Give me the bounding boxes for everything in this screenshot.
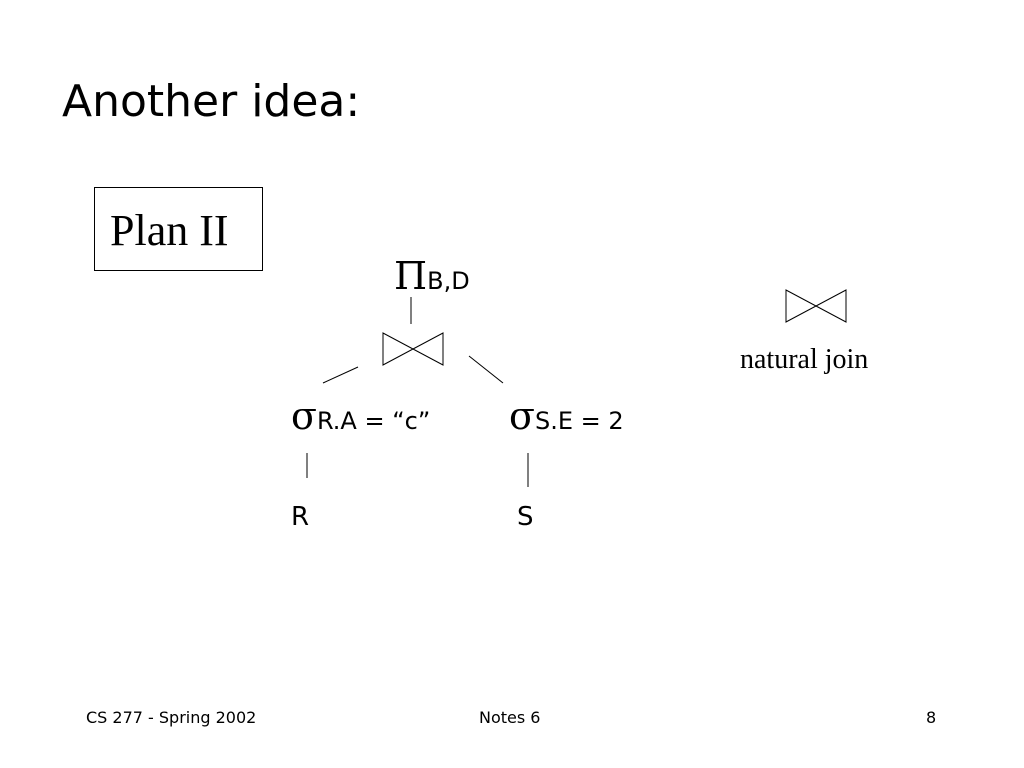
footer-course: CS 277 - Spring 2002 <box>86 708 257 727</box>
legend-label: natural join <box>740 344 869 375</box>
right-selection-subscript: S.E = 2 <box>534 407 624 435</box>
projection-subscript: B,D <box>427 267 470 295</box>
left-selection-symbol: σ <box>291 394 317 438</box>
left-selection-node: σR.A = “c” <box>291 396 430 436</box>
footer-notes: Notes 6 <box>479 708 541 727</box>
left-leaf-relation: R <box>291 502 310 532</box>
right-leaf-relation: S <box>517 502 534 532</box>
legend-bowtie-icon <box>785 289 847 323</box>
plan-box <box>94 187 263 271</box>
edge-join-left <box>322 366 359 384</box>
slide-title: Another idea: <box>62 76 361 127</box>
edge-join-right <box>468 355 504 384</box>
left-selection-subscript: R.A = “c” <box>316 407 431 435</box>
footer-page-number: 8 <box>926 708 937 727</box>
projection-symbol: Π <box>394 254 428 298</box>
bowtie-join-icon <box>382 332 444 366</box>
right-selection-symbol: σ <box>509 394 535 438</box>
right-selection-node: σS.E = 2 <box>509 396 624 436</box>
plan-label: Plan II <box>110 206 229 255</box>
projection-node: ΠB,D <box>394 256 470 296</box>
